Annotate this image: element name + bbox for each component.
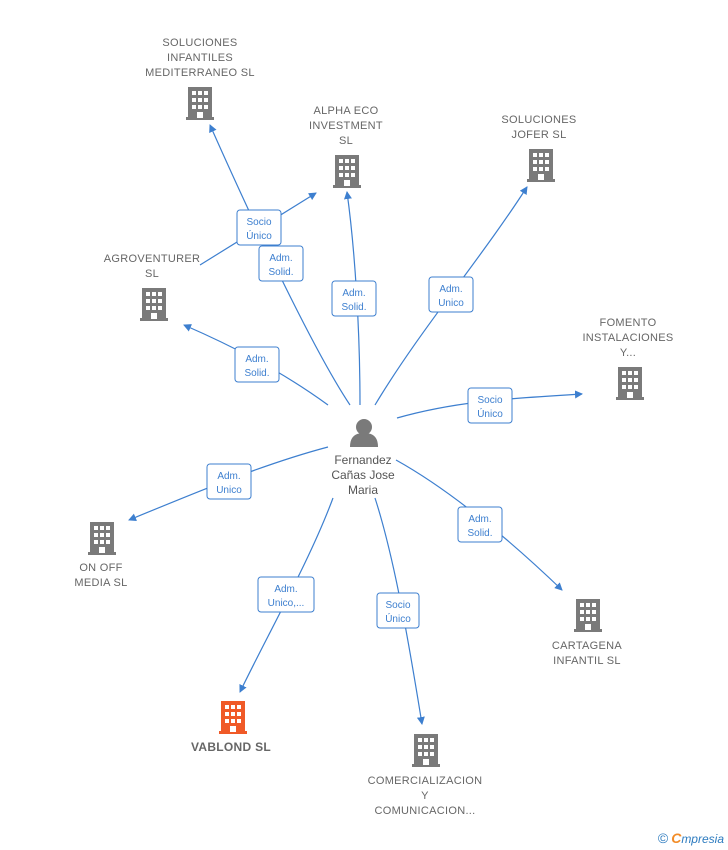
- person-name-line: Cañas Jose: [331, 468, 395, 482]
- svg-text:CARTAGENA: CARTAGENA: [552, 640, 623, 652]
- svg-text:Solid.: Solid.: [244, 368, 269, 379]
- copyright-icon: ©: [657, 830, 669, 846]
- svg-text:Y...: Y...: [620, 347, 636, 359]
- svg-text:Solid.: Solid.: [341, 302, 366, 313]
- building-icon: [527, 149, 555, 182]
- company-node-vablond[interactable]: VABLOND SL: [191, 701, 271, 754]
- brand-logo[interactable]: Cmpresia: [671, 830, 724, 846]
- person-icon: [350, 419, 378, 447]
- svg-text:Adm.: Adm.: [274, 584, 297, 595]
- svg-text:SOLUCIONES: SOLUCIONES: [162, 37, 237, 49]
- svg-text:JOFER SL: JOFER SL: [512, 129, 567, 141]
- svg-text:Solid.: Solid.: [268, 267, 293, 278]
- company-node-comercializacion[interactable]: COMERCIALIZACION Y COMUNICACION...: [368, 734, 483, 817]
- svg-text:Socio: Socio: [477, 395, 502, 406]
- company-node-soluciones-jofer[interactable]: SOLUCIONES JOFER SL: [501, 114, 576, 182]
- svg-text:INFANTILES: INFANTILES: [167, 52, 233, 64]
- company-node-fomento[interactable]: FOMENTO INSTALACIONES Y...: [582, 317, 673, 400]
- svg-text:COMUNICACION...: COMUNICACION...: [374, 805, 475, 817]
- svg-text:COMERCIALIZACION: COMERCIALIZACION: [368, 775, 483, 787]
- role-badge[interactable]: Socio Único: [467, 387, 513, 424]
- role-badge[interactable]: Adm. Solid.: [457, 506, 503, 543]
- role-badge[interactable]: Socio Único: [376, 592, 420, 629]
- company-node-cartagena[interactable]: CARTAGENA INFANTIL SL: [552, 599, 623, 667]
- svg-text:ALPHA ECO: ALPHA ECO: [313, 105, 378, 117]
- building-icon: [88, 522, 116, 555]
- svg-text:Socio: Socio: [246, 217, 271, 228]
- role-badge[interactable]: Adm. Solid.: [234, 346, 280, 383]
- building-icon: [186, 87, 214, 120]
- svg-text:INSTALACIONES: INSTALACIONES: [582, 332, 673, 344]
- svg-text:MEDITERRANEO SL: MEDITERRANEO SL: [145, 67, 255, 79]
- building-icon: [616, 367, 644, 400]
- building-icon: [140, 288, 168, 321]
- svg-text:Solid.: Solid.: [467, 528, 492, 539]
- svg-text:AGROVENTURER: AGROVENTURER: [104, 253, 201, 265]
- building-icon: [219, 701, 247, 734]
- role-badge[interactable]: Adm. Unico: [206, 463, 252, 500]
- company-node-soluciones-infantiles[interactable]: SOLUCIONES INFANTILES MEDITERRANEO SL: [145, 37, 255, 120]
- role-badge[interactable]: Adm. Unico,...: [257, 576, 315, 613]
- person-name-line: Maria: [348, 483, 378, 497]
- svg-text:SL: SL: [339, 135, 353, 147]
- svg-text:Unico,...: Unico,...: [268, 598, 305, 609]
- role-badges: Socio Único Adm. Solid. Adm. Solid. Adm.…: [206, 209, 513, 629]
- center-person-node[interactable]: Fernandez Cañas Jose Maria: [331, 419, 395, 497]
- svg-text:Único: Único: [246, 229, 272, 242]
- role-badge[interactable]: Socio Único: [236, 209, 282, 246]
- svg-text:INVESTMENT: INVESTMENT: [309, 120, 383, 132]
- svg-text:Adm.: Adm.: [439, 284, 462, 295]
- building-icon: [333, 155, 361, 188]
- svg-text:Y: Y: [421, 790, 429, 802]
- company-node-alpha-eco[interactable]: ALPHA ECO INVESTMENT SL: [309, 105, 383, 188]
- company-node-agroventurer[interactable]: AGROVENTURER SL: [104, 253, 201, 321]
- svg-text:ON OFF: ON OFF: [79, 562, 122, 574]
- svg-text:Único: Único: [477, 407, 503, 420]
- footer-brand: © Cmpresia: [658, 830, 724, 846]
- company-node-on-off-media[interactable]: ON OFF MEDIA SL: [74, 522, 127, 589]
- role-badge[interactable]: Adm. Unico: [428, 276, 474, 313]
- svg-text:MEDIA SL: MEDIA SL: [74, 577, 127, 589]
- svg-text:FOMENTO: FOMENTO: [600, 317, 657, 329]
- building-icon: [574, 599, 602, 632]
- svg-text:Adm.: Adm.: [468, 514, 491, 525]
- svg-text:INFANTIL SL: INFANTIL SL: [553, 655, 621, 667]
- svg-text:VABLOND SL: VABLOND SL: [191, 740, 271, 754]
- svg-text:Adm.: Adm.: [245, 354, 268, 365]
- svg-text:Adm.: Adm.: [269, 253, 292, 264]
- role-badge[interactable]: Adm. Solid.: [258, 245, 304, 282]
- svg-text:Único: Único: [385, 612, 411, 625]
- svg-text:Unico: Unico: [216, 485, 242, 496]
- svg-text:Socio: Socio: [385, 600, 410, 611]
- building-icon: [412, 734, 440, 767]
- svg-text:Unico: Unico: [438, 298, 464, 309]
- role-badge[interactable]: Adm. Solid.: [331, 280, 377, 317]
- svg-text:SOLUCIONES: SOLUCIONES: [501, 114, 576, 126]
- edge-soluciones-infantiles: [209, 124, 351, 406]
- person-name-line: Fernandez: [334, 453, 391, 467]
- svg-text:Adm.: Adm.: [217, 471, 240, 482]
- edges: [128, 124, 583, 725]
- svg-text:SL: SL: [145, 268, 159, 280]
- svg-text:Adm.: Adm.: [342, 288, 365, 299]
